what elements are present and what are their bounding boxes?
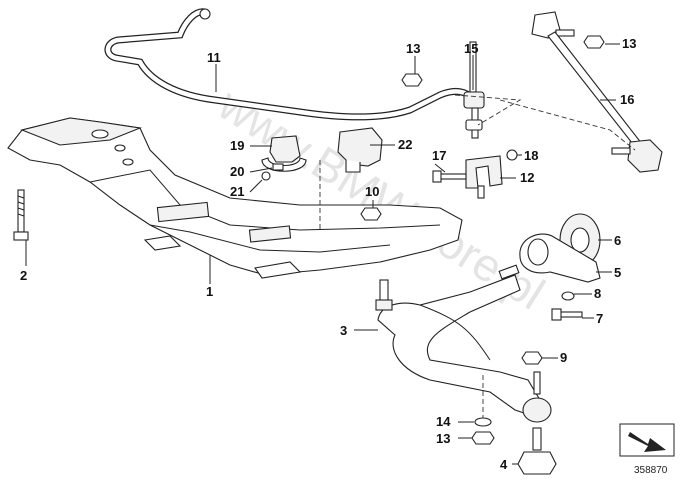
callout-16: 16 xyxy=(620,92,634,107)
ball-joint-4[interactable] xyxy=(517,371,557,475)
washer-8[interactable] xyxy=(561,291,575,301)
callout-3: 3 xyxy=(340,323,347,338)
callout-19: 19 xyxy=(230,138,244,153)
callout-22: 22 xyxy=(398,137,412,152)
link-guide-line xyxy=(454,94,522,126)
nut-9[interactable] xyxy=(521,351,543,365)
stabilizer-link-16[interactable] xyxy=(531,11,663,173)
callout-2: 2 xyxy=(20,268,27,283)
callout-17: 17 xyxy=(432,148,446,163)
callout-1: 1 xyxy=(206,284,213,299)
washer-21[interactable] xyxy=(261,171,271,181)
nav-arrow-box[interactable] xyxy=(619,423,675,457)
callout-13-top: 13 xyxy=(406,41,420,56)
callout-5: 5 xyxy=(614,265,621,280)
bolt-part-2[interactable] xyxy=(13,189,29,241)
nut-10[interactable] xyxy=(360,207,382,221)
control-arm-3[interactable] xyxy=(375,264,541,416)
callout-10: 10 xyxy=(365,184,379,199)
nut-18[interactable] xyxy=(506,149,518,161)
callout-13-bottom: 13 xyxy=(436,431,450,446)
leader-lines xyxy=(25,43,620,465)
nut-13-bottom[interactable] xyxy=(471,431,495,445)
document-number: 358870 xyxy=(634,465,668,476)
callout-7: 7 xyxy=(596,311,603,326)
callout-9: 9 xyxy=(560,350,567,365)
bolt-17[interactable] xyxy=(432,170,467,183)
callout-21: 21 xyxy=(230,184,244,199)
nut-13-top[interactable] xyxy=(401,73,423,87)
callout-labels: 11 13 15 13 16 19 20 21 22 10 17 12 18 2… xyxy=(20,36,636,472)
bracket-22[interactable] xyxy=(337,127,383,173)
bushing-bracket-5[interactable] xyxy=(519,233,601,283)
callout-4: 4 xyxy=(500,457,508,472)
callout-11: 11 xyxy=(207,50,221,65)
bolt-7[interactable] xyxy=(551,308,583,321)
stabilizer-guide-line xyxy=(499,99,636,151)
callout-14: 14 xyxy=(436,414,451,429)
callout-8: 8 xyxy=(594,286,601,301)
callout-13-right: 13 xyxy=(622,36,636,51)
stabilizer-bar[interactable] xyxy=(104,8,474,121)
callout-15: 15 xyxy=(464,41,478,56)
callout-20: 20 xyxy=(230,164,244,179)
clip-20[interactable] xyxy=(272,163,284,171)
callout-12: 12 xyxy=(520,170,534,185)
callout-18: 18 xyxy=(524,148,538,163)
axle-carrier[interactable] xyxy=(7,117,463,279)
holder-12[interactable] xyxy=(465,155,503,199)
arrow-down-right-icon xyxy=(628,432,666,452)
washer-14[interactable] xyxy=(474,417,492,427)
nut-13-right[interactable] xyxy=(583,35,605,49)
link-rod-15[interactable] xyxy=(463,41,485,139)
callout-6: 6 xyxy=(614,233,621,248)
